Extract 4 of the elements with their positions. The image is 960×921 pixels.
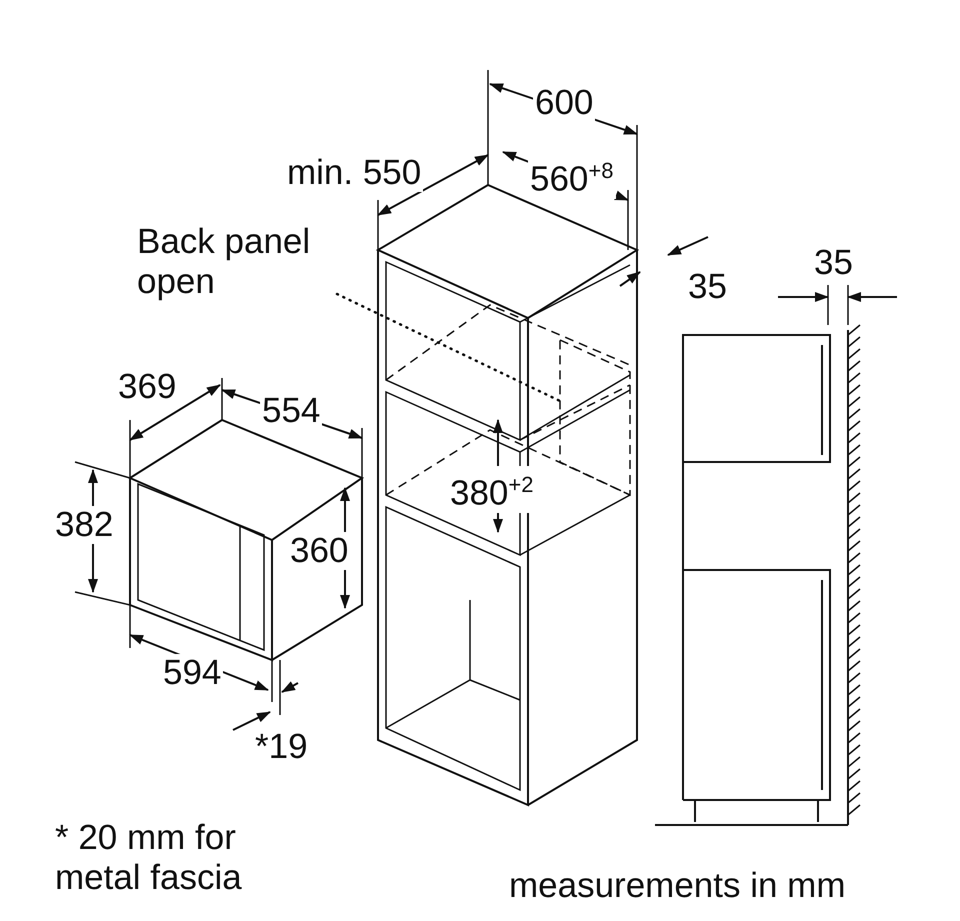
callout-label: Back panel open: [137, 222, 337, 302]
dimension-label: 380$^{+2}$: [448, 466, 536, 513]
leader-line: [336, 292, 562, 402]
back-panel: [559, 338, 631, 496]
